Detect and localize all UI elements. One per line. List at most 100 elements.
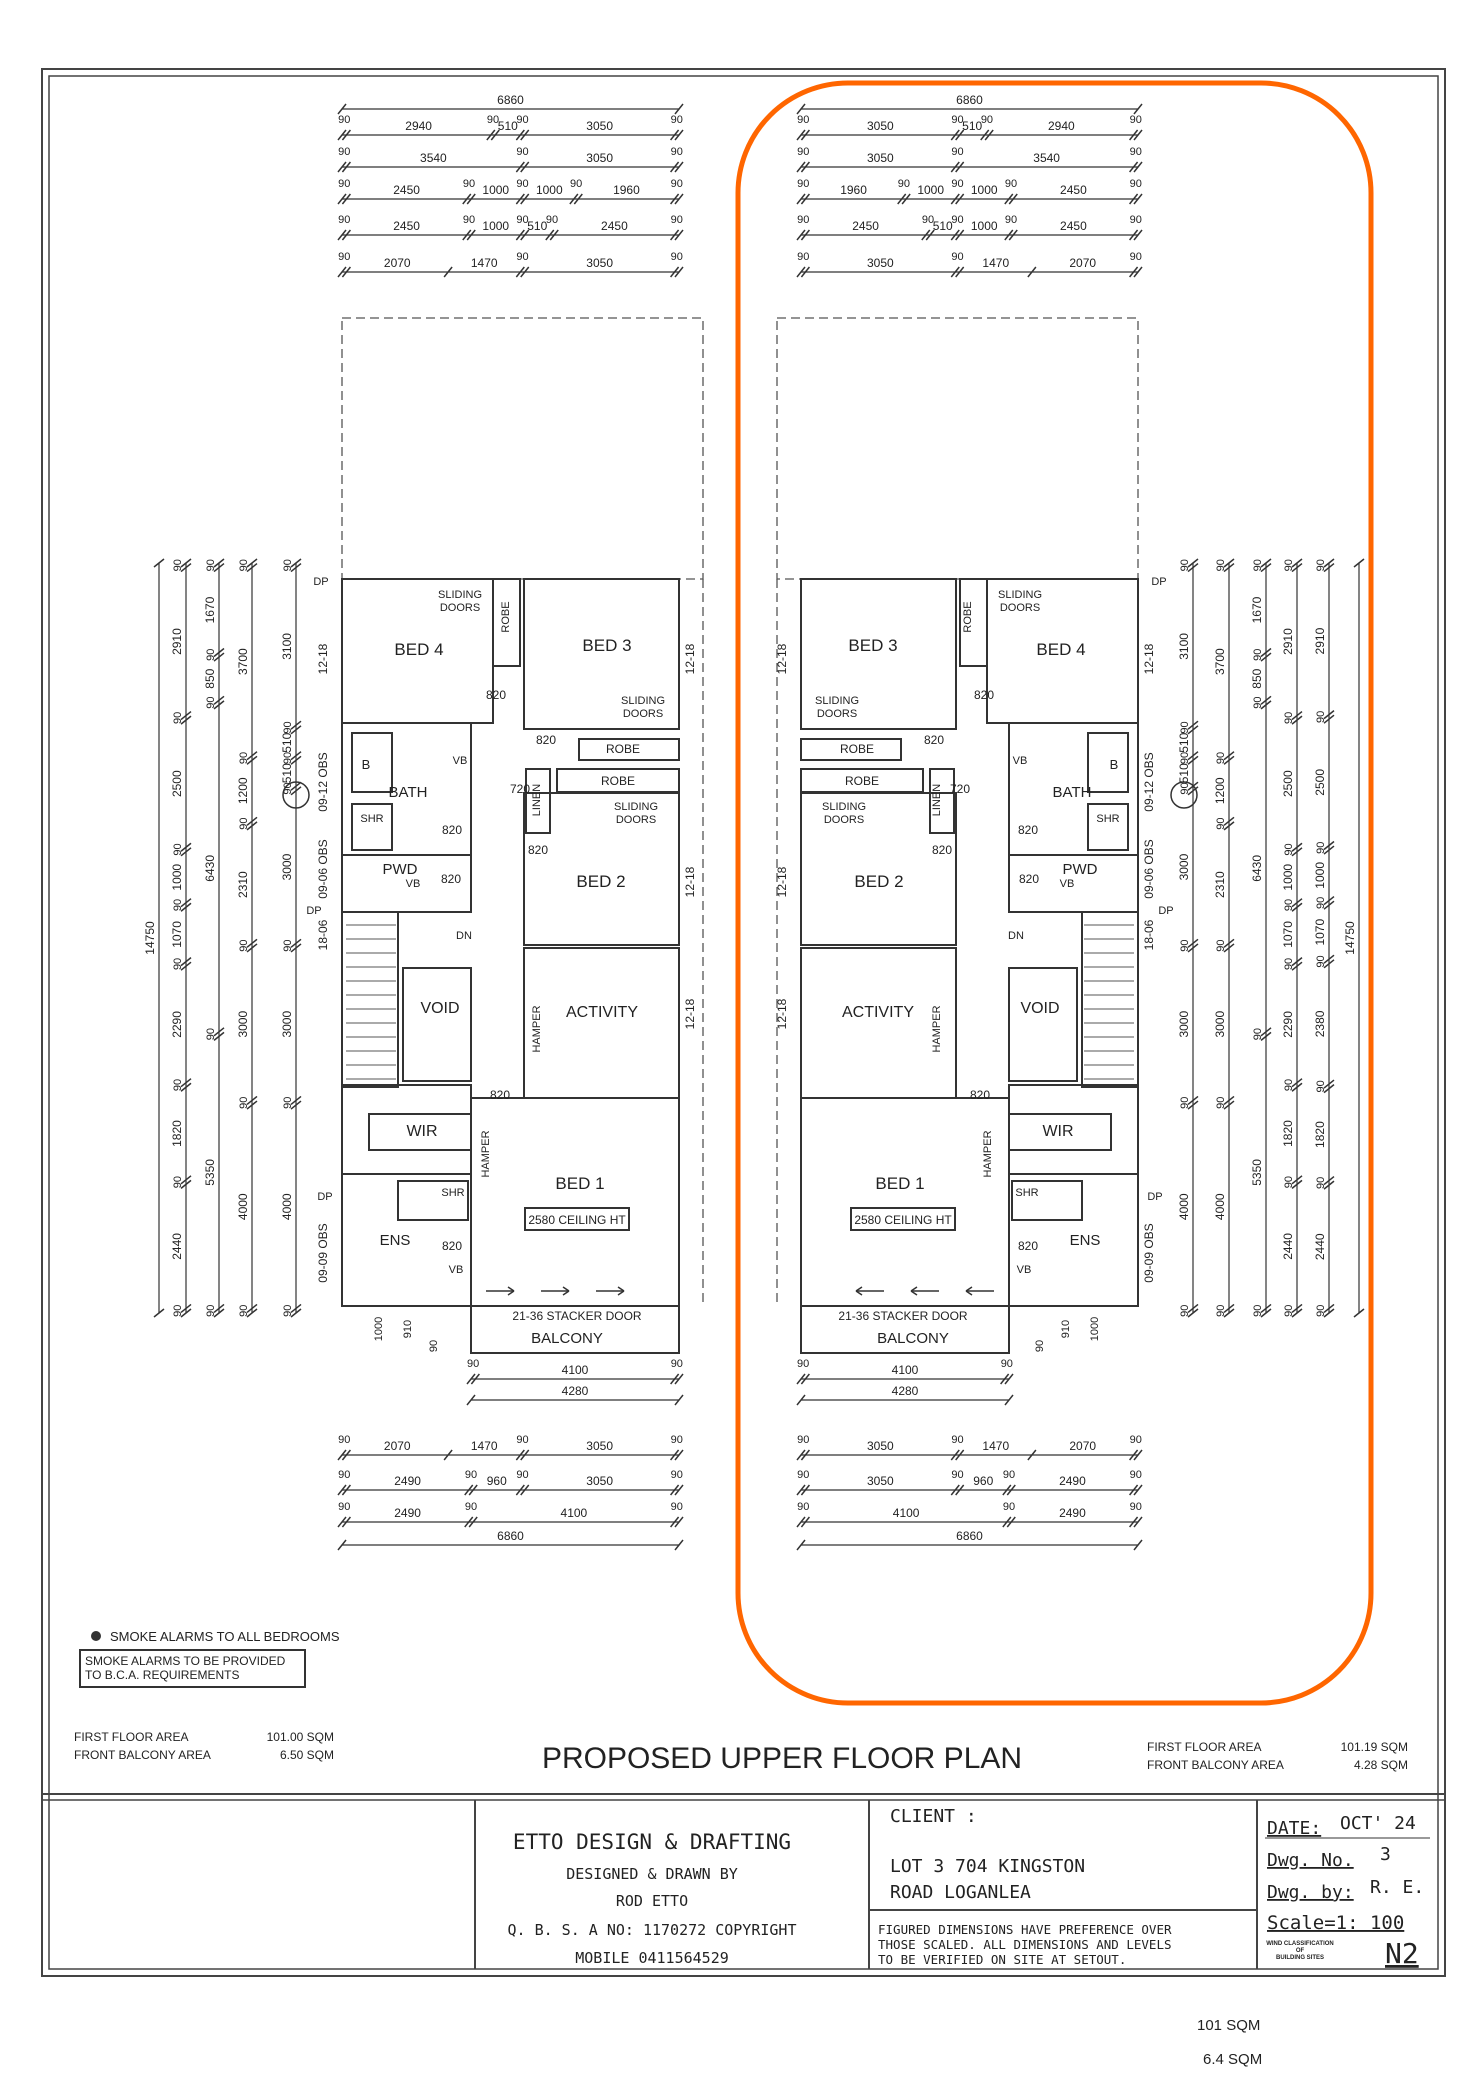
dimension-tick xyxy=(1128,129,1139,141)
dimension-tick xyxy=(955,266,965,278)
dimension-value: 90 xyxy=(671,251,683,263)
dimension-tick xyxy=(153,558,165,568)
balcony xyxy=(470,1305,680,1354)
stacker-arrow-icon xyxy=(910,1286,918,1296)
dimension-value: 90 xyxy=(172,559,184,571)
dimension-tick xyxy=(1260,647,1272,658)
dimension-value: 3100 xyxy=(280,633,294,660)
dimension-tick xyxy=(1223,751,1235,761)
scale: Scale=1: 100 xyxy=(1267,1912,1404,1934)
dimension-value: 510 xyxy=(280,763,294,783)
dimension-value: 90 xyxy=(338,1501,350,1513)
room-label: 820 xyxy=(490,1088,510,1102)
bed-1 xyxy=(800,1097,1010,1307)
dimension-value: 2910 xyxy=(170,628,184,655)
dimension-value: 90 xyxy=(338,178,350,190)
dimension-value: 3000 xyxy=(1177,1011,1191,1038)
area-label: FIRST FLOOR AREA xyxy=(74,1730,188,1744)
dimension-value: 90 xyxy=(463,178,475,190)
dimension-tick xyxy=(290,558,302,568)
dimension-tick xyxy=(1128,266,1139,278)
carport-outline xyxy=(341,317,704,580)
room-label: BED 3 xyxy=(582,636,631,655)
dimension-tick xyxy=(290,725,302,735)
dimension-tick xyxy=(796,1539,806,1551)
dimension-tick xyxy=(180,847,192,857)
dimension-value: 1670 xyxy=(1250,596,1264,623)
dimension-tick xyxy=(290,786,302,796)
dimension-value: 2450 xyxy=(393,219,420,233)
smoke-box xyxy=(79,1649,306,1688)
dimension-tick xyxy=(246,943,258,953)
dimension-tick xyxy=(1128,1484,1139,1496)
dimension-tick xyxy=(213,695,225,705)
dimension-tick xyxy=(1323,840,1335,851)
dimension-tick xyxy=(800,229,811,241)
dimension-tick xyxy=(955,129,965,141)
dimension-value: 90 xyxy=(951,251,963,263)
room-label: 720 xyxy=(510,782,530,796)
dimension-tick xyxy=(1291,715,1303,725)
client-address: LOT 3 704 KINGSTON xyxy=(890,1856,1085,1877)
dimension-tick xyxy=(468,1516,478,1528)
dimension-tick xyxy=(1000,1373,1010,1385)
dimension-value: 90 xyxy=(282,1097,294,1109)
dimension-tick xyxy=(1223,1100,1235,1110)
wind-label: OF xyxy=(1296,1948,1305,1954)
dimension-tick xyxy=(1187,943,1199,953)
dimension-value: 2450 xyxy=(393,183,420,197)
dimension-tick xyxy=(213,562,225,573)
dimension-tick xyxy=(246,1308,258,1318)
dimension-value: 6430 xyxy=(1250,855,1264,882)
area-value: 101.19 SQM xyxy=(1341,1740,1408,1754)
dimension-value: 90 xyxy=(1130,251,1142,263)
dimension-tick xyxy=(796,129,806,141)
dimension-tick xyxy=(1187,725,1199,735)
dimension-value: 510 xyxy=(527,219,547,233)
dimension-value: 510 xyxy=(1177,732,1191,752)
dimension-value: 4000 xyxy=(1213,1193,1227,1220)
room-label: 820 xyxy=(932,843,952,857)
dimension-tick xyxy=(341,129,352,141)
room-label: VB xyxy=(1060,878,1075,890)
dimension-tick xyxy=(290,751,302,761)
dimension-tick xyxy=(515,1449,525,1461)
activity xyxy=(523,947,680,1099)
dimension-tick xyxy=(1291,1179,1303,1189)
room-label: 09-09 OBS xyxy=(316,1223,330,1282)
room-label: 820 xyxy=(442,823,462,837)
stacker-arrow-icon xyxy=(855,1286,863,1296)
dimension-tick xyxy=(1002,1484,1012,1496)
dimension-value: 90 xyxy=(1315,559,1327,571)
dimension-tick xyxy=(1133,1449,1143,1461)
dimension-value: 3100 xyxy=(1177,633,1191,660)
dimension-value: 90 xyxy=(487,114,499,126)
dimension-tick xyxy=(1260,562,1272,573)
dimension-tick xyxy=(796,1394,806,1406)
dimension-tick xyxy=(800,129,811,141)
dimension-value: 90 xyxy=(516,178,528,190)
room-label: ROBE xyxy=(500,601,512,632)
dimension-value: 2070 xyxy=(384,1439,411,1453)
dimension-tick xyxy=(1260,1303,1272,1314)
dimension-tick xyxy=(213,558,225,568)
room-label: SHR xyxy=(1015,1187,1038,1199)
dimension-value: 90 xyxy=(1179,782,1191,794)
room-label: 21-36 STACKER DOOR xyxy=(512,1309,641,1323)
dimension-value: 90 xyxy=(951,1469,963,1481)
dimension-value: 1470 xyxy=(982,256,1009,270)
room-label: 820 xyxy=(441,872,461,886)
room-label: 90 xyxy=(1034,1340,1046,1352)
dimension-value: 2910 xyxy=(1313,627,1327,654)
dimension-tick xyxy=(1291,1303,1303,1314)
stacker-arrow-icon xyxy=(562,1286,570,1296)
dimension-value: 90 xyxy=(1130,214,1142,226)
dimension-tick xyxy=(180,562,192,573)
dimension-tick xyxy=(796,1484,806,1496)
dimension-total: 6860 xyxy=(497,1529,524,1543)
room-label: BED 1 xyxy=(555,1174,604,1193)
carport-outline xyxy=(776,317,1139,580)
dimension-tick xyxy=(1260,652,1272,662)
dimension-tick xyxy=(490,129,500,141)
room-label: DP xyxy=(313,576,328,588)
